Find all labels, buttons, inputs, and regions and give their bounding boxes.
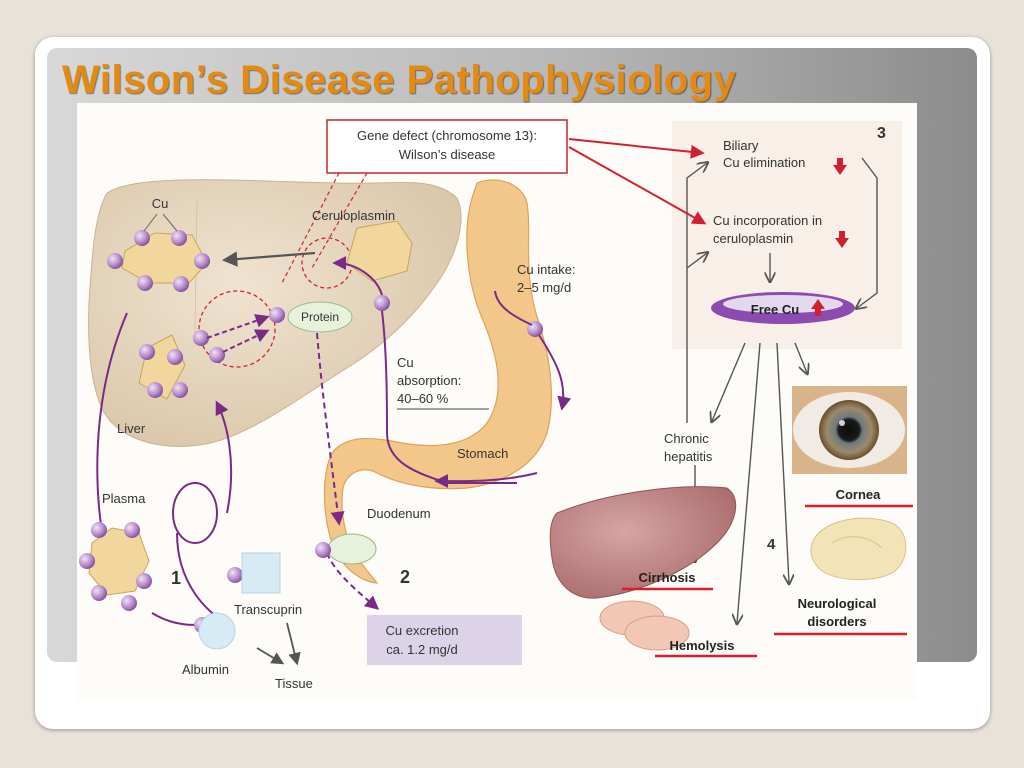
pathophysiology-diagram: Gene defect (chromosome 13): Wilson’s di… (79, 119, 913, 691)
biliary-label-1: Biliary (723, 138, 759, 153)
cu-intake-label-2: 2–5 mg/d (517, 280, 571, 295)
cu-excretion-label-1: Cu excretion (386, 623, 459, 638)
protein-oval (287, 301, 353, 333)
free-cu-up-arrow-icon (811, 299, 825, 316)
transcuprin-label: Transcuprin (234, 602, 302, 617)
neurological-label-2: disorders (807, 614, 866, 629)
cornea-label: Cornea (836, 487, 882, 502)
protein-label: Protein (301, 310, 339, 324)
pathophysiology-figure: Gene defect (chromosome 13): Wilson’s di… (77, 103, 917, 700)
cu-excretion-box (367, 615, 522, 665)
cirrhotic-liver-image (549, 486, 737, 599)
step-number-2: 2 (400, 567, 410, 587)
gene-defect-box (326, 119, 568, 174)
free-cu-label: Free Cu (751, 302, 799, 317)
neurological-label-1: Neurological (798, 596, 877, 611)
albumin-circle (198, 612, 236, 650)
incorporation-down-arrow-icon (835, 231, 849, 248)
liver-label: Liver (117, 421, 146, 436)
cu-intake-label-1: Cu intake: (517, 262, 576, 277)
chronic-label-2: hepatitis (664, 449, 713, 464)
tissue-label: Tissue (275, 676, 313, 691)
cu-label: Cu (152, 196, 169, 211)
cu-absorption-label-1: Cu (397, 355, 414, 370)
cu-excretion-label-2: ca. 1.2 mg/d (386, 642, 458, 657)
eye-iris-icon (819, 400, 879, 460)
stomach-label: Stomach (457, 446, 508, 461)
duodenum-oval (327, 533, 377, 565)
transcuprin-box (241, 552, 281, 594)
duodenum-label: Duodenum (367, 506, 431, 521)
step-number-3: 3 (877, 125, 886, 142)
ceruloplasmin-shape (346, 220, 413, 282)
incorporation-label-1: Cu incorporation in (713, 213, 822, 228)
wilsons-disease-label: Wilson’s disease (399, 147, 496, 162)
step-number-4: 4 (767, 536, 776, 553)
step-number-1: 1 (171, 568, 181, 588)
cu-absorption-label-3: 40–60 % (397, 391, 449, 406)
cu-absorption-label-2: absorption: (397, 373, 461, 388)
hemolysis-label: Hemolysis (669, 638, 734, 653)
brain-image (810, 517, 907, 581)
albumin-label: Albumin (182, 662, 229, 677)
gene-defect-label: Gene defect (chromosome 13): (357, 128, 537, 143)
chronic-label-1: Chronic (664, 431, 709, 446)
cirrhosis-label: Cirrhosis (638, 570, 695, 585)
red-blood-cell-2 (624, 615, 690, 651)
liver-cell-cluster (138, 334, 188, 400)
biliary-label-2: Cu elimination (723, 155, 805, 170)
biliary-down-arrow-icon (833, 158, 847, 175)
dashed-circle-protein (198, 290, 276, 368)
slide-title: Wilson’s Disease Pathophysiology (62, 58, 737, 102)
incorporation-label-2: ceruloplasmin (713, 231, 793, 246)
cu-atoms-top (107, 230, 210, 292)
ceruloplasmin-label: Ceruloplasmin (312, 208, 395, 223)
plasma-label: Plasma (102, 491, 146, 506)
